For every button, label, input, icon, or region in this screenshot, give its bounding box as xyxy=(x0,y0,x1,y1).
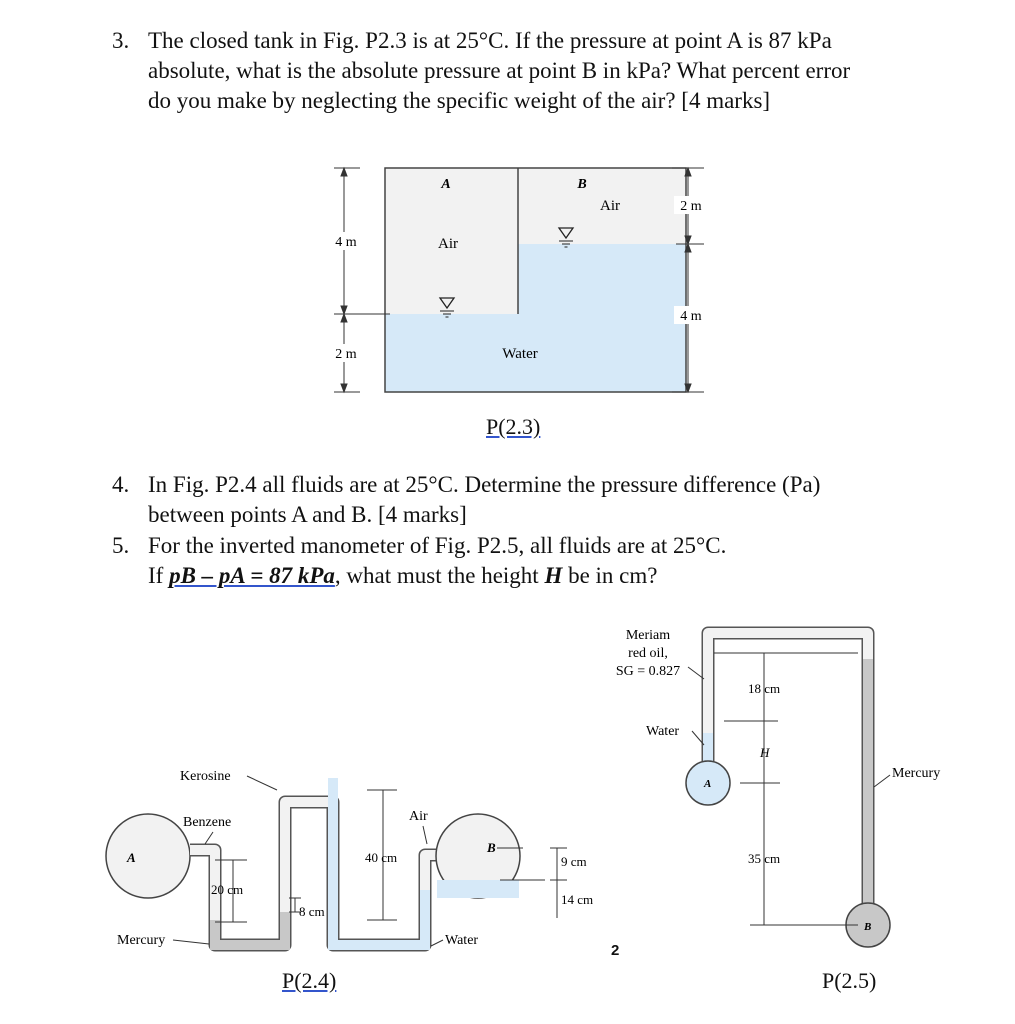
figure-caption: P(2.5) xyxy=(822,968,877,993)
air-region-left xyxy=(385,168,518,314)
water-label: Water xyxy=(502,346,537,362)
dimension-line xyxy=(215,789,567,923)
dimension-label: 14 cm xyxy=(561,892,593,907)
free-surface-icon xyxy=(557,227,575,248)
fluid-label: Water xyxy=(646,724,679,739)
water-region xyxy=(437,880,519,898)
dimension-label: 20 cm xyxy=(211,882,243,897)
question-text-line: In Fig. P2.4 all fluids are at 25°C. Det… xyxy=(148,472,821,497)
point-b-label: B xyxy=(486,840,496,855)
point-a-label: A xyxy=(440,177,450,192)
dimension-label: 4 m xyxy=(335,235,357,250)
dimension-label: 40 cm xyxy=(365,850,397,865)
point-a-label: A xyxy=(126,850,136,865)
question-4: 4. In Fig. P2.4 all fluids are at 25°C. … xyxy=(112,470,972,530)
text-fragment: be in cm? xyxy=(562,563,658,588)
question-number: 4. xyxy=(112,472,130,497)
water-region-right xyxy=(518,244,686,314)
figure-caption: P(2.3) xyxy=(486,414,541,439)
fluid-label: Air xyxy=(409,809,428,824)
question-text-line: The closed tank in Fig. P2.3 is at 25°C.… xyxy=(148,28,832,53)
tank-outline xyxy=(384,167,687,393)
figure-p2-4: A B Kerosine Benzene Mercury Air Water xyxy=(105,740,615,970)
question-5: 5. For the inverted manometer of Fig. P2… xyxy=(112,531,972,591)
pressure-expression: pB – pA = 87 kPa xyxy=(169,563,335,588)
fluid-label: SG = 0.827 xyxy=(616,664,680,679)
fluid-label: Benzene xyxy=(183,815,231,830)
bulb-a xyxy=(685,760,731,806)
question-number: 3. xyxy=(112,28,130,53)
inverted-tube xyxy=(701,626,875,905)
fluid-label: Mercury xyxy=(117,933,165,948)
figure-p2-5: A B Meriam red oil, SG = 0.827 Water Mer… xyxy=(600,615,970,955)
fluid-label: Kerosine xyxy=(180,769,231,784)
dimension-label: 2 m xyxy=(335,347,357,362)
question-text-line: absolute, what is the absolute pressure … xyxy=(148,58,851,83)
question-text-line: between points A and B. [4 marks] xyxy=(148,502,467,527)
water-region xyxy=(385,314,686,392)
bulb-a xyxy=(105,813,191,899)
dimension-line xyxy=(714,652,858,926)
mercury-column xyxy=(210,912,290,950)
point-a-label: A xyxy=(703,778,711,790)
question-3: 3. The closed tank in Fig. P2.3 is at 25… xyxy=(112,26,972,116)
question-text-line: If pB – pA = 87 kPa, what must the heigh… xyxy=(148,561,972,591)
dimension-label: 35 cm xyxy=(748,851,780,866)
question-number: 5. xyxy=(112,533,130,558)
water-column xyxy=(328,778,430,950)
air-label: Air xyxy=(438,236,458,252)
dimension-label: 4 m xyxy=(680,309,702,324)
height-variable: H xyxy=(544,563,563,588)
figure-p2-3: A B Air Air Water 4 m 2 m xyxy=(320,160,720,405)
figure-caption: P(2.4) xyxy=(282,968,337,993)
dimension-label: 9 cm xyxy=(561,854,587,869)
point-b-label: B xyxy=(576,177,586,192)
dimension-label: 2 m xyxy=(680,199,702,214)
fluid-label: Water xyxy=(445,933,478,948)
point-b-label: B xyxy=(863,921,871,933)
air-label: Air xyxy=(600,198,620,214)
text-fragment: If xyxy=(148,563,170,588)
page-number: 2 xyxy=(611,942,620,959)
air-region-right xyxy=(518,168,686,244)
fluid-label: red oil, xyxy=(628,646,668,661)
free-surface-icon xyxy=(438,297,456,318)
question-text-line: For the inverted manometer of Fig. P2.5,… xyxy=(148,533,727,558)
question-text-line: do you make by neglecting the specific w… xyxy=(148,88,771,113)
fluid-label: Mercury xyxy=(892,766,940,781)
dimension-label: H xyxy=(759,745,770,760)
dimension-label: 18 cm xyxy=(748,681,780,696)
dimension-label: 8 cm xyxy=(299,904,325,919)
fluid-label: Meriam xyxy=(626,628,670,643)
text-fragment: , what must the height xyxy=(334,563,545,588)
